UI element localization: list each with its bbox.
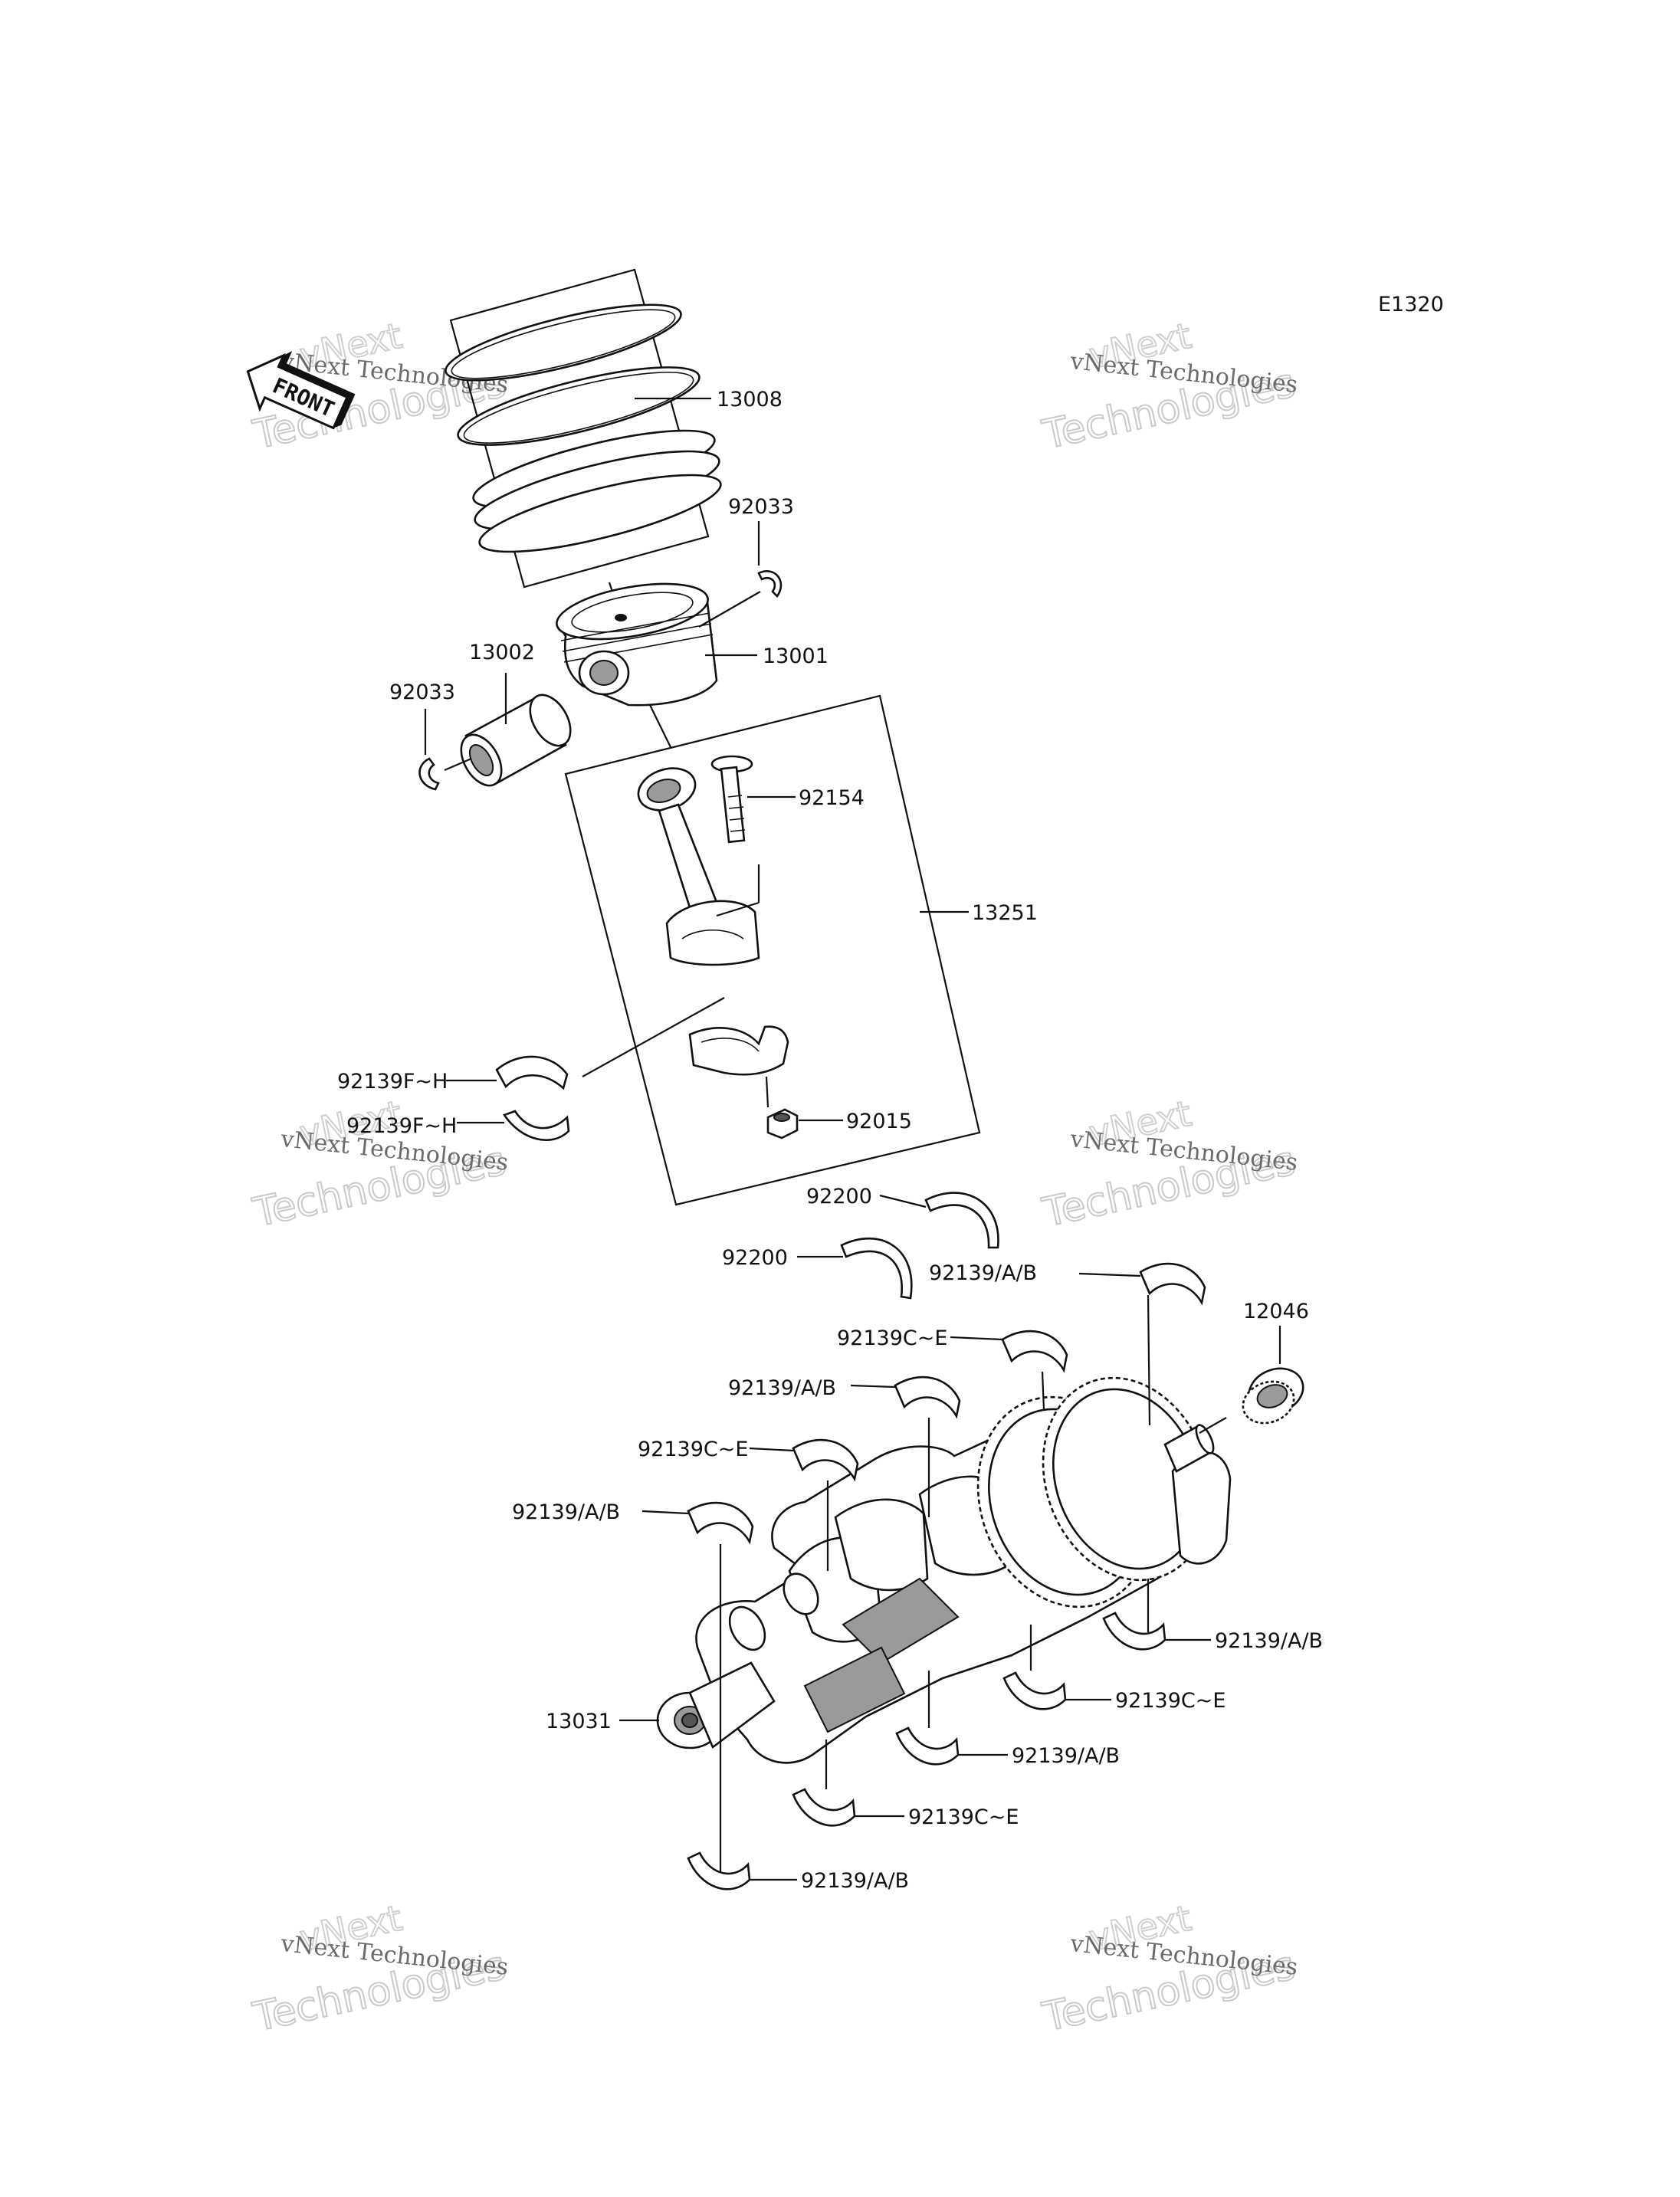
main-bearing-upper-5 [687,1501,754,1545]
main-bearing-lower-1 [1102,1612,1166,1651]
label-main-3: 92139/A/B [728,1376,836,1400]
label-pin: 13002 [469,641,535,664]
label-gear: 12046 [1243,1300,1309,1323]
label-crankshaft: 13031 [546,1710,612,1733]
main-bearing-upper-3 [894,1376,961,1419]
label-clip-left: 92033 [389,680,455,704]
main-bearing-upper-2 [1001,1330,1068,1373]
connecting-rod [637,767,760,966]
label-rod-assy: 13251 [972,901,1038,925]
label-rod-bearing-lower: 92139F~H [346,1114,457,1138]
piston-clip-left [418,757,440,791]
piston-ring-top [445,303,682,382]
label-lower-1: 92139/A/B [1215,1629,1323,1653]
label-main-2: 92139C~E [837,1326,947,1350]
label-clip-right: 92033 [728,495,794,519]
label-main-4: 92139C~E [638,1438,748,1461]
piston-clip-right [757,570,783,598]
crank-gear [1242,1367,1304,1425]
rod-assy-frame [564,694,981,1206]
rod-bearing-lower [502,1110,570,1142]
piston-ring-oil [472,429,722,553]
label-rod-bearing-upper: 92139F~H [337,1070,448,1094]
label-piston: 13001 [763,644,829,668]
main-bearing-upper-1 [1139,1262,1206,1306]
main-bearing-lower-4 [792,1788,856,1827]
rod-nut [766,1108,799,1139]
crankshaft [656,1376,1232,1764]
rod-bolt [710,755,753,844]
piston [556,582,718,707]
main-bearing-lower-5 [687,1851,751,1890]
label-thrust-upper: 92200 [806,1185,872,1208]
rod-cap [688,1025,789,1076]
diagram-code: E1320 [1378,293,1444,316]
thrust-washer-upper [924,1192,999,1249]
main-bearing-upper-4 [792,1438,859,1482]
thrust-washer-lower [840,1237,913,1300]
label-bolt: 92154 [799,786,865,810]
label-ring-set: 13008 [717,388,783,412]
piston-pin [460,694,572,787]
label-lower-3: 92139/A/B [1012,1744,1120,1768]
label-thrust-lower: 92200 [722,1246,788,1270]
label-nut: 92015 [846,1110,912,1133]
label-lower-4: 92139C~E [908,1805,1019,1829]
rod-bearing-upper [495,1055,569,1090]
label-lower-2: 92139C~E [1115,1689,1226,1713]
label-main-1: 92139/A/B [929,1261,1037,1285]
piston-ring-second [457,366,701,446]
label-lower-5: 92139/A/B [801,1869,909,1893]
front-arrow-icon: FRONT [246,351,356,430]
main-bearing-lower-2 [1002,1671,1067,1710]
label-main-5: 92139/A/B [512,1500,620,1524]
main-bearing-lower-3 [895,1726,960,1766]
